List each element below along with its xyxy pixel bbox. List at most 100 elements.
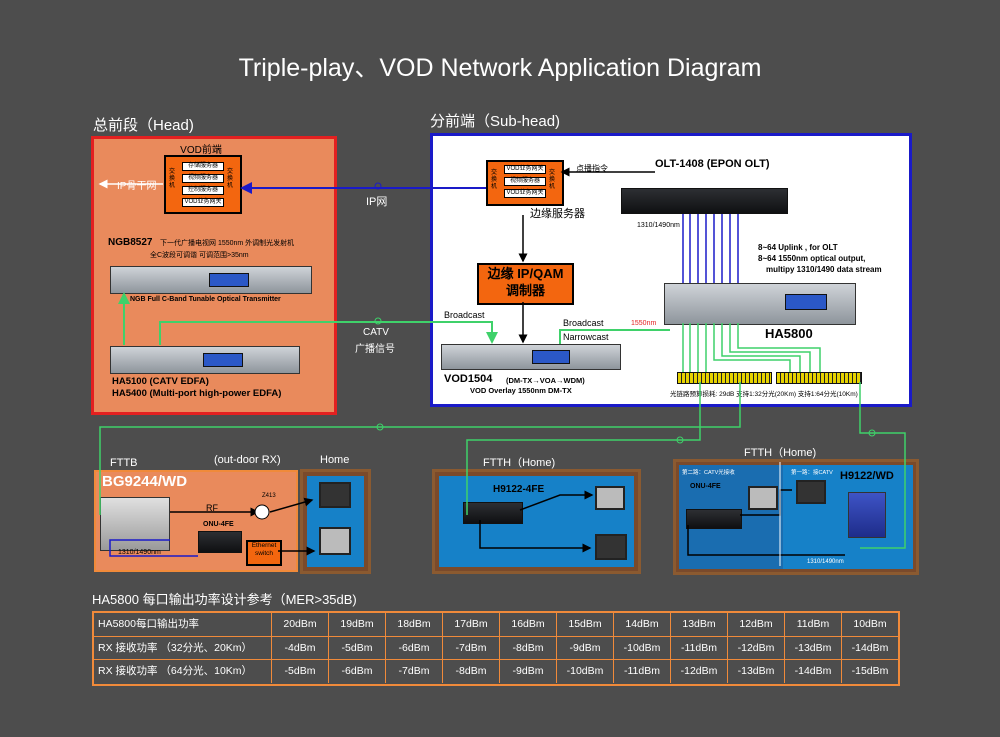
ethernet-switch: Ethernet switch	[246, 540, 282, 566]
fttb-feed-line	[99, 382, 741, 515]
ngb-transmitter	[110, 266, 312, 294]
edfa-label-1: HA5100 (CATV EDFA)	[112, 376, 209, 387]
table-row: RX 接收功率 （64分光、10Km） -5dBm -6dBm -7dBm -8…	[94, 659, 898, 683]
edge-server-label: 边缘服务器	[530, 208, 585, 220]
cell: -12dBm	[671, 660, 728, 683]
cell: -12dBm	[728, 637, 785, 660]
vod1504-label: VOD1504	[444, 373, 493, 385]
ftth1-feed-knot	[676, 436, 684, 444]
ftth2-data-line	[687, 525, 845, 556]
edfa-device	[110, 346, 300, 374]
edge-row-1: 视频服务器	[504, 177, 546, 186]
tv-icon-2	[595, 534, 627, 560]
cell: -5dBm	[272, 660, 329, 683]
cell: -13dBm	[785, 637, 842, 660]
row-label: HA5800每口输出功率	[94, 613, 272, 636]
cell: -6dBm	[329, 660, 386, 683]
cell: 13dBm	[671, 613, 728, 636]
ngb-model: NGB8527	[108, 237, 153, 248]
rf-splitter-icon	[254, 504, 270, 520]
row-label: RX 接收功率 （32分光、20Km）	[94, 637, 272, 660]
olt-label: OLT-1408 (EPON OLT)	[655, 158, 770, 170]
fttb-model: BG9244/WD	[102, 473, 188, 490]
z413-label: Z413	[262, 493, 276, 499]
catv-cn-label: 广播信号	[355, 344, 395, 355]
ftth2-feed-knot	[868, 429, 876, 437]
fttb-onu-device	[198, 531, 242, 553]
subhead-section-label: 分前端（Sub-head)	[430, 113, 561, 130]
ha5800-lcd	[785, 294, 827, 310]
cell: -13dBm	[728, 660, 785, 683]
power-table: HA5800每口输出功率 20dBm 19dBm 18dBm 17dBm 16d…	[92, 611, 900, 686]
tv-icon-3	[796, 480, 826, 504]
olt-wavelength: 1310/1490nm	[637, 222, 680, 229]
ftth2-tv-line	[740, 489, 792, 516]
vod-overlay-label: VOD Overlay 1550nm DM-TX	[470, 386, 572, 395]
switch-left-label: 交换机	[169, 169, 176, 189]
cell: 14dBm	[614, 613, 671, 636]
ha5800-device	[664, 283, 856, 325]
ftth1-label: FTTH（Home)	[483, 457, 556, 469]
cell: -11dBm	[671, 637, 728, 660]
ftth1-feed-line	[466, 382, 701, 515]
ftth1-tv-arrow	[479, 520, 592, 553]
vod1504-sub: (DM-TX→VOA→WDM)	[506, 376, 585, 385]
catv-knot	[374, 317, 382, 325]
cell: -15dBm	[851, 665, 889, 677]
ip-network-label: IP网	[366, 196, 388, 208]
cell: -10dBm	[557, 660, 614, 683]
vod-frontend-title: VOD前端	[180, 145, 222, 156]
edfa-label-2: HA5400 (Multi-port high-power EDFA)	[112, 388, 282, 399]
vod-row-2: 控制服务器	[182, 186, 224, 195]
splitter-left	[677, 372, 772, 384]
narrowcast-line	[559, 329, 670, 344]
cell: 11dBm	[785, 613, 842, 636]
wavelength-1550: 1550nm	[631, 320, 657, 327]
ftth1-model: H9122-4FE	[493, 484, 545, 495]
broadcast-label: Broadcast	[444, 310, 485, 320]
tv-icon-1	[319, 482, 351, 508]
output-note-1: 8~64 1550nm optical output,	[758, 254, 866, 263]
ftth2-model: H9122/WD	[840, 470, 894, 482]
loss-note: 光链路预算损耗: 29dB 支持1:32分光(20Km) 支持1:64分光(10…	[670, 391, 858, 398]
cell: -11dBm	[614, 660, 671, 683]
cell: -6dBm	[386, 637, 443, 660]
ftth2-onu-device	[686, 509, 742, 529]
olt-uplinks	[682, 214, 739, 283]
cell: -9dBm	[557, 637, 614, 660]
ftth2-feed-line	[859, 382, 906, 549]
vod-frontend: VOD前端	[166, 141, 236, 156]
edge-row-0: VOD业务网关	[504, 165, 546, 174]
ngb-desc: 下一代广播电视网 1550nm 外调制光发射机	[160, 240, 295, 247]
ngb-desc2: 全C波段可调谐 可调范围>35nm	[150, 252, 249, 259]
fttb-label: FTTB	[110, 457, 138, 469]
pc-icon-2	[595, 486, 625, 510]
cell: -7dBm	[443, 637, 500, 660]
edge-server: 交换机 交换机 VOD业务网关 视频服务器 VOD业务网关	[486, 160, 564, 206]
cell: 12dBm	[728, 613, 785, 636]
ngb-caption: NGB Full C-Band Tunable Optical Transmit…	[130, 296, 281, 303]
ethernet-switch-label: Ethernet switch	[251, 542, 277, 557]
cell: 19dBm	[329, 613, 386, 636]
ftth2-note2: 第一路：接CATV	[791, 470, 833, 476]
ftth2-onu-label: ONU-4FE	[690, 483, 721, 490]
vod-row-1: 视频服务器	[182, 174, 224, 183]
cell: 17dBm	[443, 613, 500, 636]
ha5800-label: HA5800	[765, 326, 813, 341]
edfa-lcd	[203, 353, 243, 367]
fttb-onu-label: ONU-4FE	[203, 521, 234, 528]
rf-label: RF	[206, 503, 218, 513]
cell: -8dBm	[500, 637, 557, 660]
vod-row-0: 存储服务器	[182, 162, 224, 171]
vod1504-lcd	[532, 350, 570, 364]
qam-line2: 调制器	[505, 283, 545, 298]
cell: -10dBm	[614, 637, 671, 660]
cell: -8dBm	[443, 660, 500, 683]
diagram-title: Triple-play、VOD Network Application Diag…	[238, 54, 762, 82]
cell: -9dBm	[500, 660, 557, 683]
olt-device	[621, 188, 788, 214]
fttb-wavelength: 1310/1490nm	[118, 549, 161, 556]
fttb-feed-knot	[376, 423, 384, 431]
narrowcast-label: Narrowcast	[563, 332, 609, 342]
